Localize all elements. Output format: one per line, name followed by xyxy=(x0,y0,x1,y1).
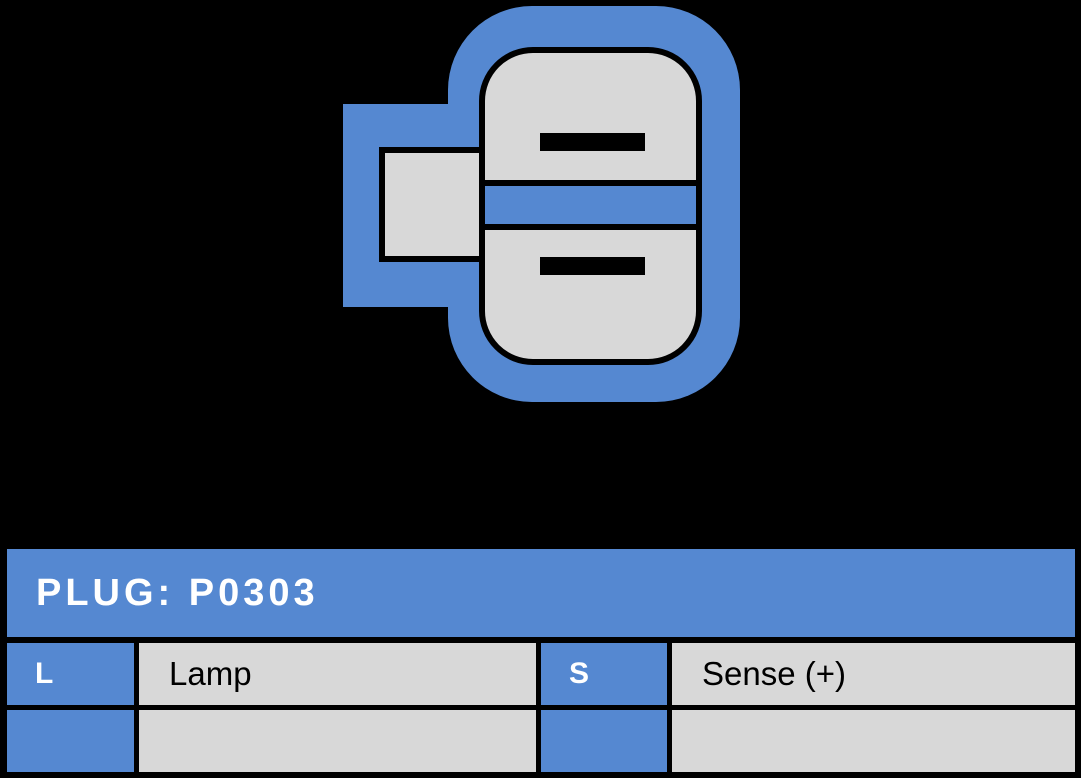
connector-latch xyxy=(379,147,485,262)
plug-table-grid: L Lamp S Sense (+) xyxy=(7,643,1075,772)
desc-cell-lamp: Lamp xyxy=(139,643,536,705)
desc-cell-sense: Sense (+) xyxy=(672,643,1075,705)
pin-cell-l: L xyxy=(7,643,134,705)
plug-pinout-table: PLUG: P0303 L Lamp S Sense (+) xyxy=(7,549,1075,772)
pin-cell-empty-2 xyxy=(541,710,667,772)
pin-cell-empty-1 xyxy=(7,710,134,772)
desc-cell-empty-1 xyxy=(139,710,536,772)
pin-slot-top-icon xyxy=(540,133,645,151)
connector-center-band xyxy=(485,180,696,230)
connector-body xyxy=(479,47,702,365)
pin-slot-bottom-icon xyxy=(540,257,645,275)
plug-table-title: PLUG: P0303 xyxy=(7,549,1075,637)
desc-cell-empty-2 xyxy=(672,710,1075,772)
pin-cell-s: S xyxy=(541,643,667,705)
